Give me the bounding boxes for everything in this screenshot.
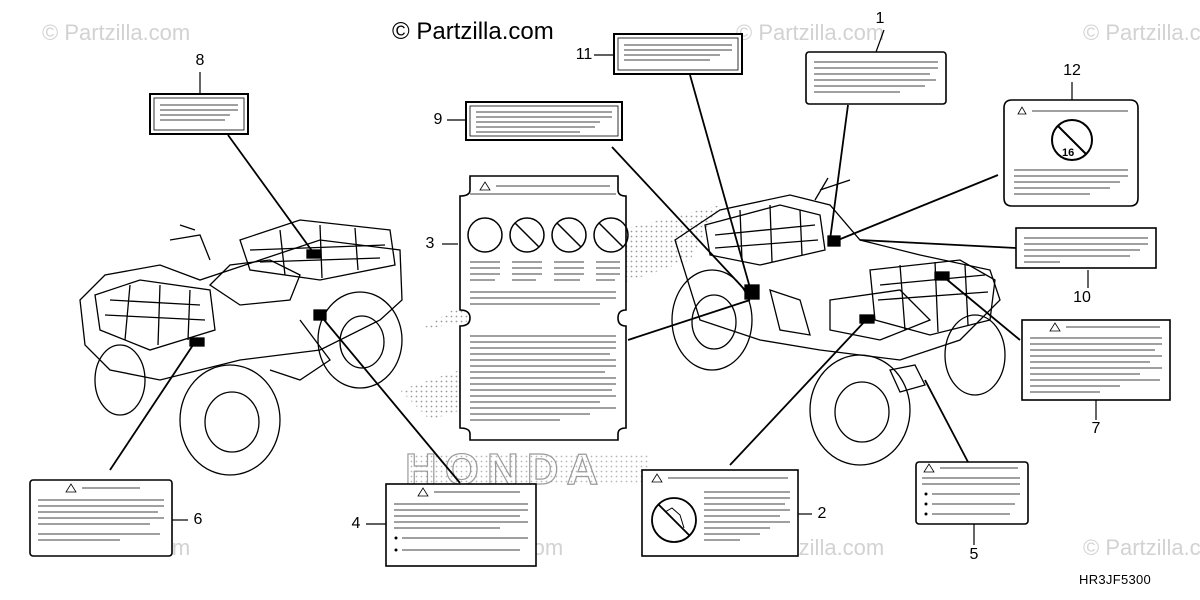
callout-6: 6 [193, 511, 203, 528]
atv-right [671, 177, 1006, 466]
watermark: © Partzilla.com [42, 20, 191, 45]
label-7 [1021, 319, 1171, 401]
callout-8: 8 [195, 52, 205, 69]
callout-1: 1 [875, 10, 885, 27]
copyright-notice: © Partzilla.com [392, 18, 554, 45]
callout-4: 4 [351, 515, 361, 532]
callout-5: 5 [969, 546, 979, 563]
callout-3: 3 [425, 235, 435, 252]
callout-2: 2 [817, 505, 827, 522]
svg-text:16: 16 [1062, 147, 1074, 159]
label-8 [149, 93, 249, 135]
watermark: © Partzilla.com [736, 20, 885, 45]
callout-10: 10 [1073, 289, 1091, 306]
atv-left [79, 219, 403, 476]
callout-ticks [172, 29, 1097, 545]
callout-9: 9 [433, 111, 443, 128]
leader-lines [109, 74, 1021, 484]
callout-7: 7 [1091, 420, 1101, 437]
label-1 [805, 51, 947, 105]
watermark: © Partzilla.com [1083, 535, 1200, 560]
label-3 [459, 175, 629, 441]
label-10 [1015, 227, 1157, 269]
label-6 [29, 479, 173, 557]
label-4 [385, 483, 537, 567]
label-2 [641, 469, 799, 557]
callout-12: 12 [1063, 62, 1081, 79]
label-9 [465, 101, 623, 141]
diagram-code: HR3JF5300 [1079, 572, 1152, 587]
label-12: 16 [1003, 99, 1139, 207]
callout-11: 11 [575, 46, 593, 63]
watermark: © Partzilla.com [1083, 20, 1200, 45]
label-11 [613, 33, 743, 75]
label-5 [915, 461, 1029, 525]
